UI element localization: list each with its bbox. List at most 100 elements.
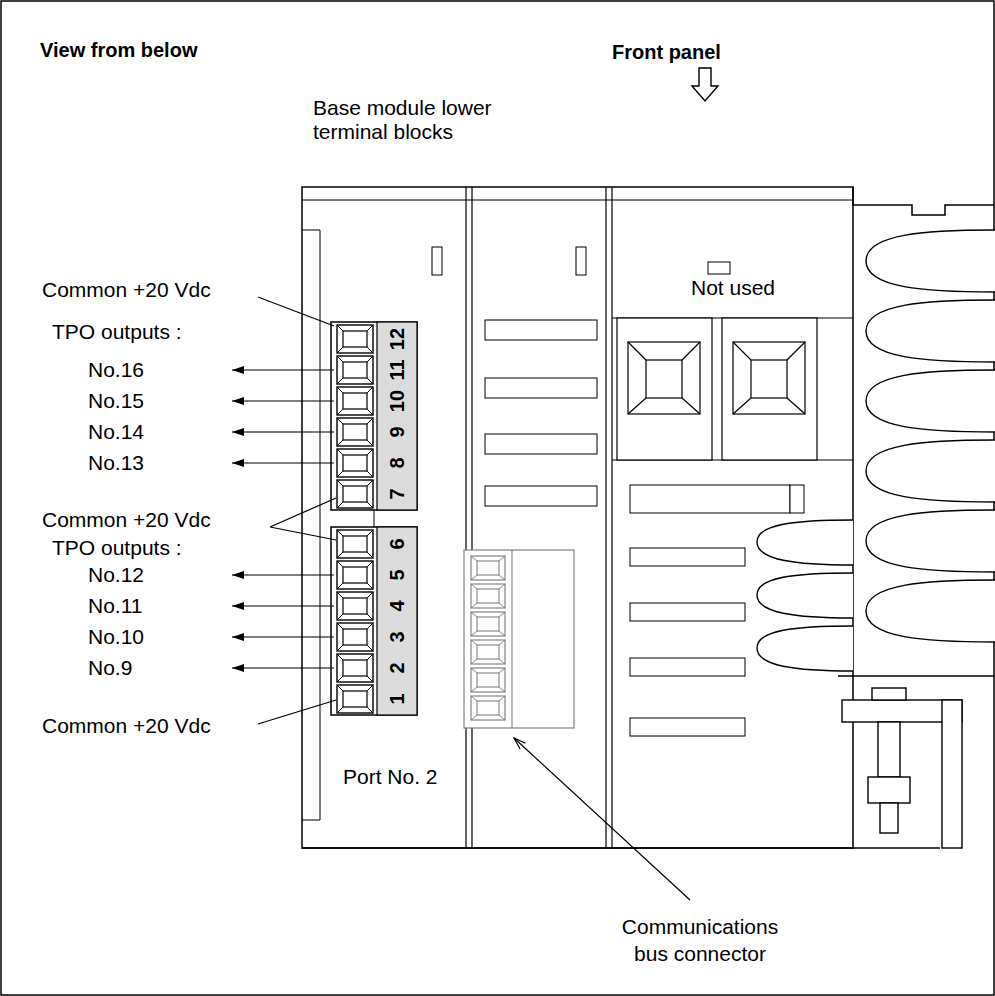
- output-label: No.15: [88, 389, 144, 413]
- leader-lines-part: [514, 738, 690, 900]
- vent-slots-part: [485, 434, 597, 454]
- callout-label: Communications bus connector: [613, 913, 788, 967]
- heat-sink-part: [866, 510, 995, 572]
- pin-number: 12: [386, 328, 408, 350]
- terminal-blocks-part: [337, 530, 373, 558]
- vent-slots-part: [630, 603, 745, 621]
- bus-connector-part: [464, 550, 574, 728]
- module-body-part: [432, 247, 442, 275]
- bus-connector-part: [471, 696, 505, 720]
- heat-sink-part: [757, 573, 853, 618]
- vent-slots-part: [485, 320, 597, 340]
- module-body: [302, 187, 995, 848]
- terminal-blocks-part: [337, 356, 373, 384]
- heat-sink-part: [866, 230, 995, 292]
- heat-sink-part: [757, 520, 853, 565]
- heat-sink-part: [866, 370, 995, 432]
- view-title: View from below: [40, 38, 197, 62]
- vent-slots-part: [630, 548, 745, 566]
- power-connectors-part: [646, 360, 682, 398]
- heat-sink-part: [866, 440, 995, 502]
- pin-number: 2: [386, 662, 408, 673]
- output-label: No.10: [88, 625, 144, 649]
- module-body-part: [612, 318, 853, 460]
- leader-lines-part: [270, 498, 336, 540]
- output-label: No.16: [88, 358, 144, 382]
- mounting-clamp-part: [878, 722, 900, 777]
- terminal-blocks-part: [337, 654, 373, 682]
- terminal-blocks-part: [337, 480, 373, 508]
- pin-number: 1: [386, 693, 408, 704]
- module-body-part: [853, 187, 995, 215]
- terminal-blocks-part: [337, 325, 373, 353]
- pin-number: 5: [386, 569, 408, 580]
- terminal-blocks-part: [331, 527, 417, 715]
- terminal-blocks-part: [337, 561, 373, 589]
- mounting-clamp-part: [838, 675, 995, 676]
- terminal-blocks-part: [377, 322, 417, 510]
- mounting-clamp-part: [302, 847, 940, 848]
- group-label: TPO outputs :: [52, 320, 182, 344]
- terminal-blocks-part: [337, 685, 373, 713]
- module-body-part: [466, 187, 612, 848]
- vent-slots-part: [630, 718, 745, 736]
- power-connectors-part: [628, 342, 700, 414]
- mounting-clamp-part: [880, 803, 898, 833]
- module-body-part: [302, 187, 853, 848]
- front-panel-label: Front panel: [612, 40, 721, 64]
- bus-connector-part: [471, 612, 505, 636]
- leader-lines-part: [232, 667, 334, 668]
- front-arrow: [692, 68, 718, 101]
- heat-sink: [757, 230, 995, 671]
- leader-lines-part: [232, 369, 334, 370]
- group-label: TPO outputs :: [52, 536, 182, 560]
- terminal-blocks-part: [337, 592, 373, 620]
- leader-lines-part: [232, 605, 334, 606]
- vent-slots-part: [630, 658, 745, 676]
- module-body-part: [302, 200, 853, 201]
- leader-lines-part: [232, 574, 334, 575]
- output-label: No.13: [88, 451, 144, 475]
- mounting-clamp-part: [872, 688, 906, 700]
- pin-number: 9: [386, 426, 408, 437]
- module-body-part: [708, 262, 730, 274]
- output-label: No.12: [88, 563, 144, 587]
- output-label: No.11: [88, 594, 142, 618]
- heat-sink-part: [757, 626, 853, 671]
- bus-connector-part: [471, 668, 505, 692]
- vent-slots-part: [790, 485, 804, 513]
- common-label: Common +20 Vdc: [42, 278, 211, 302]
- leader-lines-part: [258, 700, 336, 724]
- pin-number: 4: [386, 600, 408, 611]
- power-connectors-part: [722, 318, 817, 460]
- heat-sink-part: [866, 300, 995, 362]
- power-connectors-part: [733, 342, 805, 414]
- heat-sink-part: [866, 580, 995, 642]
- leader-lines-part: [232, 462, 334, 463]
- terminal-blocks-part: [337, 418, 373, 446]
- common-label: Common +20 Vdc: [42, 508, 211, 532]
- common-label: Common +20 Vdc: [42, 714, 211, 738]
- terminal-blocks-part: [337, 387, 373, 415]
- bus-connector: [464, 550, 574, 728]
- vent-slots-part: [485, 486, 597, 506]
- leader-lines-part: [232, 400, 334, 401]
- power-connectors-part: [751, 360, 787, 398]
- bus-connector-part: [471, 556, 505, 580]
- note-label: Not used: [691, 276, 775, 300]
- mounting-clamp: [302, 676, 995, 848]
- pin-number: 7: [386, 488, 408, 499]
- power-connectors-part: [617, 318, 712, 460]
- output-label: No.9: [88, 656, 132, 680]
- bus-connector-part: [512, 550, 513, 728]
- terminal-blocks: [331, 322, 417, 715]
- terminal-blocks-part: [331, 322, 417, 510]
- leader-lines-part: [258, 297, 334, 326]
- terminal-blocks-part: [337, 623, 373, 651]
- terminal-blocks-part: [374, 510, 375, 527]
- power-connectors: [617, 318, 817, 460]
- terminal-blocks-part: [377, 527, 417, 715]
- pin-number: 3: [386, 631, 408, 642]
